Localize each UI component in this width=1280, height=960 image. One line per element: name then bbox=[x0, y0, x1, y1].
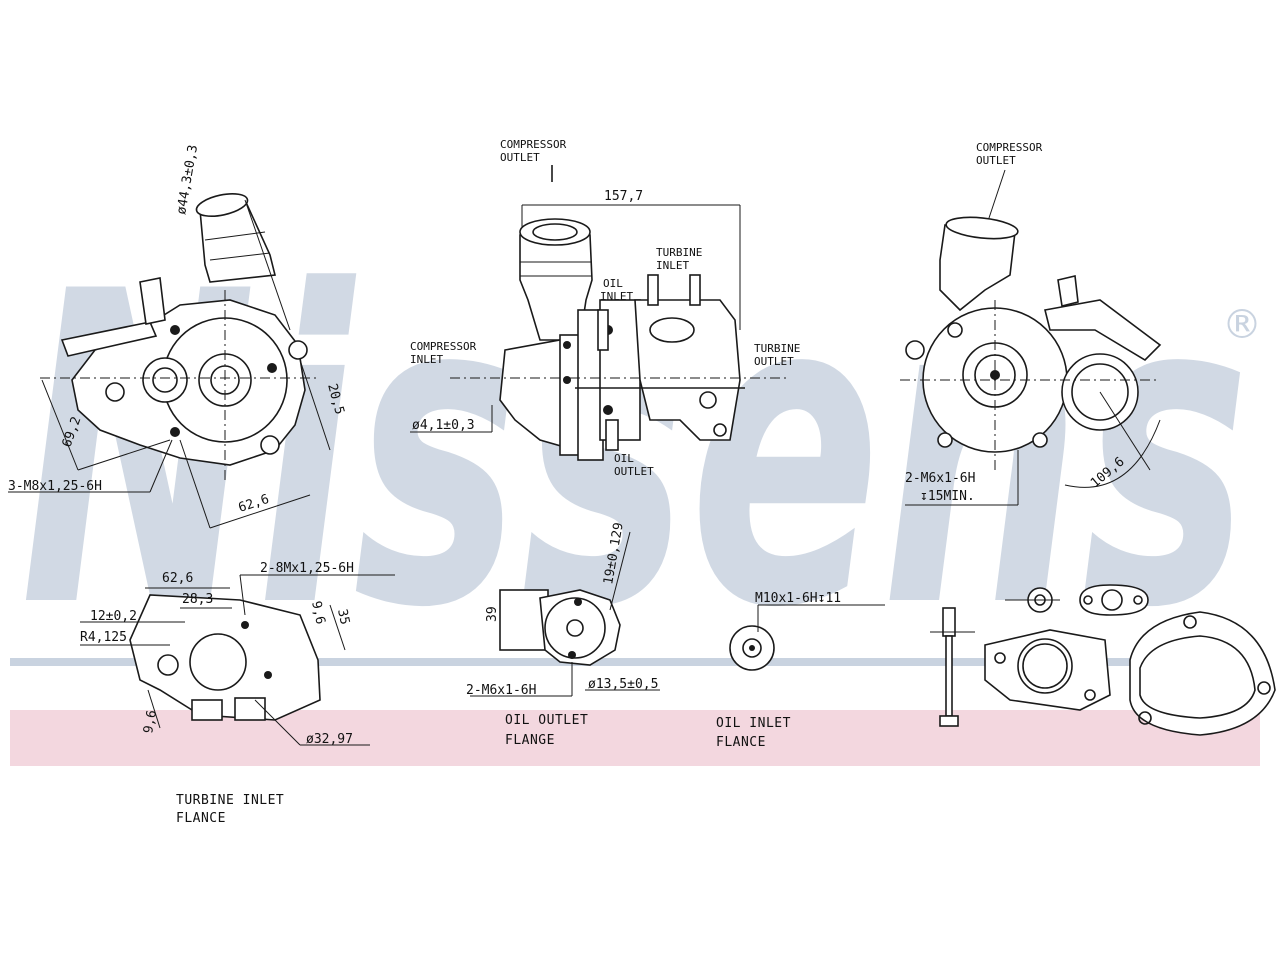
dim-9-6: 9,6 bbox=[141, 709, 160, 735]
label-oil-outlet-flange-2: FLANGE bbox=[505, 733, 555, 748]
label-oil-outlet-1: OIL bbox=[614, 452, 634, 465]
dim-39: 39 bbox=[485, 606, 500, 622]
label-compressor-outlet-right-1: COMPRESSOR bbox=[976, 141, 1043, 154]
thread-2-m6: 2-M6x1-6H bbox=[466, 683, 536, 698]
watermark-band-blue bbox=[10, 658, 1260, 666]
dim-4-1: ø4,1±0,3 bbox=[412, 418, 475, 433]
label-oil-inlet-flange-2: FLANCE bbox=[716, 735, 766, 750]
dim-62-6-b: 62,6 bbox=[162, 571, 193, 586]
thread-2-m6-depth-1: 2-M6x1-6H bbox=[905, 471, 975, 486]
label-turbine-inlet-flange-2: FLANCE bbox=[176, 811, 226, 826]
left-view-compressor-side: ø44,3±0,3 69,2 20,5 62,6 3-M8x1,25-6H bbox=[8, 144, 347, 529]
label-compressor-inlet-1: COMPRESSOR bbox=[410, 340, 477, 353]
label-oil-inlet-flange-1: OIL INLET bbox=[716, 716, 791, 731]
label-turbine-inlet-1: TURBINE bbox=[656, 246, 702, 259]
oil-outlet-flange-view: 39 19±0,129 2-M6x1-6H ø13,5±0,5 bbox=[466, 521, 660, 698]
label-turbine-outlet-1: TURBINE bbox=[754, 342, 800, 355]
gaskets-and-bolt bbox=[930, 584, 1276, 736]
thread-m10: M10x1-6H↧11 bbox=[755, 591, 841, 606]
thread-2-m8: 2-8Mx1,25-6H bbox=[260, 561, 354, 576]
radius-4-125: R4,125 bbox=[80, 630, 127, 645]
label-compressor-outlet-top-2: OUTLET bbox=[500, 151, 540, 164]
label-oil-outlet-2: OUTLET bbox=[614, 465, 654, 478]
label-compressor-inlet-2: INLET bbox=[410, 353, 443, 366]
label-turbine-inlet-flange-1: TURBINE INLET bbox=[176, 793, 284, 808]
turbine-inlet-flange-view: 62,6 28,3 2-8Mx1,25-6H 12±0,2 R4,125 9,6… bbox=[80, 561, 395, 747]
dim-12: 12±0,2 bbox=[90, 609, 137, 624]
dim-28-3: 28,3 bbox=[182, 592, 213, 607]
label-turbine-outlet-2: OUTLET bbox=[754, 355, 794, 368]
dim-32-97: ø32,97 bbox=[306, 732, 353, 747]
dim-35: 35 bbox=[334, 608, 352, 626]
dim-13-5: ø13,5±0,5 bbox=[588, 677, 658, 692]
dim-9-6-b: 9,6 bbox=[308, 600, 328, 626]
thread-3-m8: 3-M8x1,25-6H bbox=[8, 479, 102, 494]
dim-157-7: 157,7 bbox=[604, 189, 643, 204]
center-view-side: COMPRESSOR OUTLET 157,7 bbox=[410, 138, 800, 478]
label-compressor-outlet-right-2: OUTLET bbox=[976, 154, 1016, 167]
label-turbine-inlet-2: INLET bbox=[656, 259, 689, 272]
label-oil-inlet-2: INLET bbox=[600, 290, 633, 303]
oil-inlet-flange-view: M10x1-6H↧11 bbox=[729, 591, 885, 671]
label-compressor-outlet-top-1: COMPRESSOR bbox=[500, 138, 567, 151]
registered-mark: ® bbox=[1222, 302, 1262, 348]
thread-2-m6-depth-2: ↧15MIN. bbox=[920, 489, 975, 504]
label-oil-inlet-1: OIL bbox=[603, 277, 623, 290]
label-oil-outlet-flange-1: OIL OUTLET bbox=[505, 713, 588, 728]
